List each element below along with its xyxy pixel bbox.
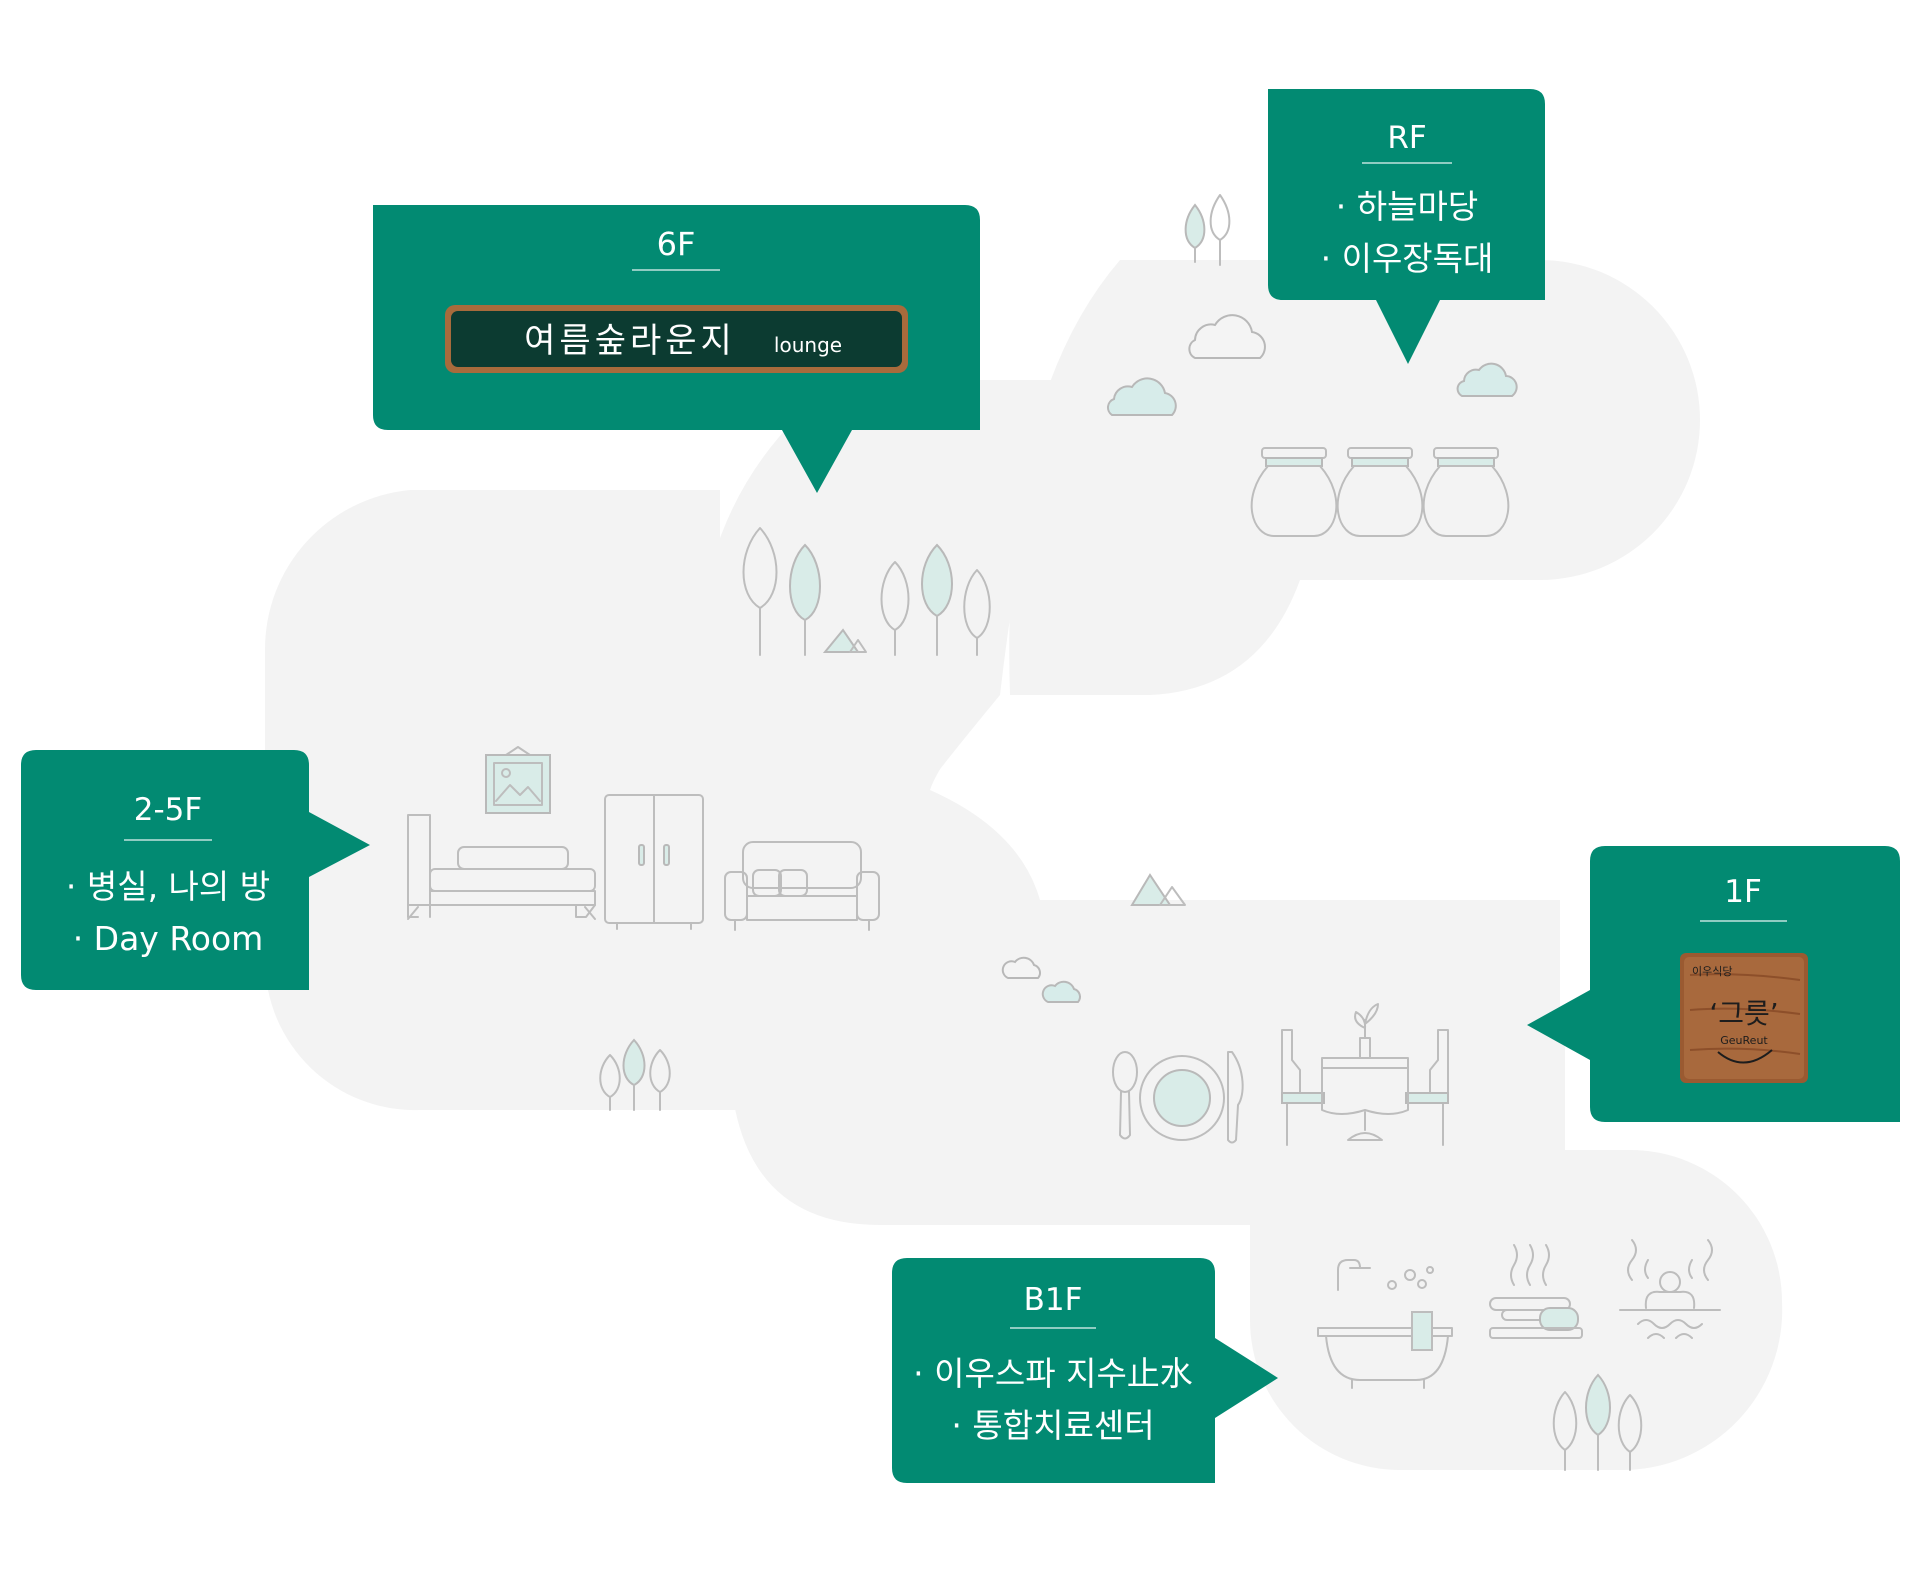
wardrobe-icon (604, 794, 704, 930)
f25-callout: 2-5F · 병실, 나의 방 · Day Room (21, 750, 370, 990)
cloud-icon (1107, 314, 1518, 416)
b1f-floor-label: B1F (1024, 1282, 1083, 1318)
cloud-icon (1001, 956, 1081, 1003)
tree-icon (1184, 194, 1231, 266)
bathtub-icon (1317, 1259, 1453, 1389)
b1f-item-1: · 이우스파 지수止水 (913, 1354, 1193, 1393)
f6-illustration (742, 527, 991, 656)
knife-icon (1227, 1051, 1244, 1144)
lounge-sign-title: 여름숲라운지 (524, 321, 736, 361)
lounge-sign: 여름숲라운지 lounge (445, 305, 908, 373)
b1f-item-2: · 통합치료센터 (951, 1406, 1154, 1445)
hot-spring-icon (1619, 1239, 1721, 1339)
f1-floor-label: 1F (1724, 874, 1762, 910)
plate-icon (1139, 1055, 1225, 1141)
f25-item-1: · 병실, 나의 방 (66, 867, 270, 906)
f6-callout: 6F 여름숲라운지 lounge (373, 205, 980, 493)
restaurant-sign: 이우식당 ‘그릇’ GeuReut (1680, 953, 1808, 1083)
smile-mark (1717, 1049, 1773, 1064)
sofa-icon (724, 841, 880, 931)
rf-floor-label: RF (1387, 120, 1426, 156)
picture-frame-icon (485, 746, 551, 814)
f6-floor-label: 6F (657, 225, 696, 263)
rf-item-1: · 하늘마당 (1336, 187, 1478, 226)
rf-illustration (1107, 194, 1518, 537)
tree-icon (1552, 1373, 1643, 1471)
spoon-icon (1112, 1051, 1138, 1140)
bed-icon (407, 814, 596, 920)
hot-stone-icon (1489, 1244, 1583, 1339)
f1-illustration (1001, 873, 1449, 1146)
f25-floor-label: 2-5F (134, 792, 202, 828)
b1f-illustration (1317, 1239, 1721, 1471)
tree-icon (599, 1038, 671, 1111)
tree-icon (742, 527, 991, 656)
jar-icon (1250, 447, 1510, 537)
restaurant-sign-roman: GeuReut (1720, 1034, 1768, 1047)
rf-callout: RF · 하늘마당 · 이우장독대 (1268, 89, 1545, 364)
mountain-icon (822, 628, 867, 653)
f1-callout: 1F 이우식당 ‘그릇’ GeuReut (1527, 846, 1900, 1122)
building-silhouette (264, 260, 1783, 1471)
restaurant-sign-small: 이우식당 (1692, 965, 1732, 978)
mountain-icon (1130, 873, 1186, 906)
rf-item-2: · 이우장독대 (1321, 239, 1494, 278)
f25-item-2: · Day Room (73, 919, 264, 958)
f25-illustration (407, 746, 880, 1111)
restaurant-sign-main: ‘그릇’ (1709, 997, 1778, 1030)
b1f-callout: B1F · 이우스파 지수止水 · 통합치료센터 (892, 1258, 1278, 1483)
dining-table-icon (1281, 1003, 1449, 1146)
lounge-sign-sub: lounge (774, 333, 842, 357)
